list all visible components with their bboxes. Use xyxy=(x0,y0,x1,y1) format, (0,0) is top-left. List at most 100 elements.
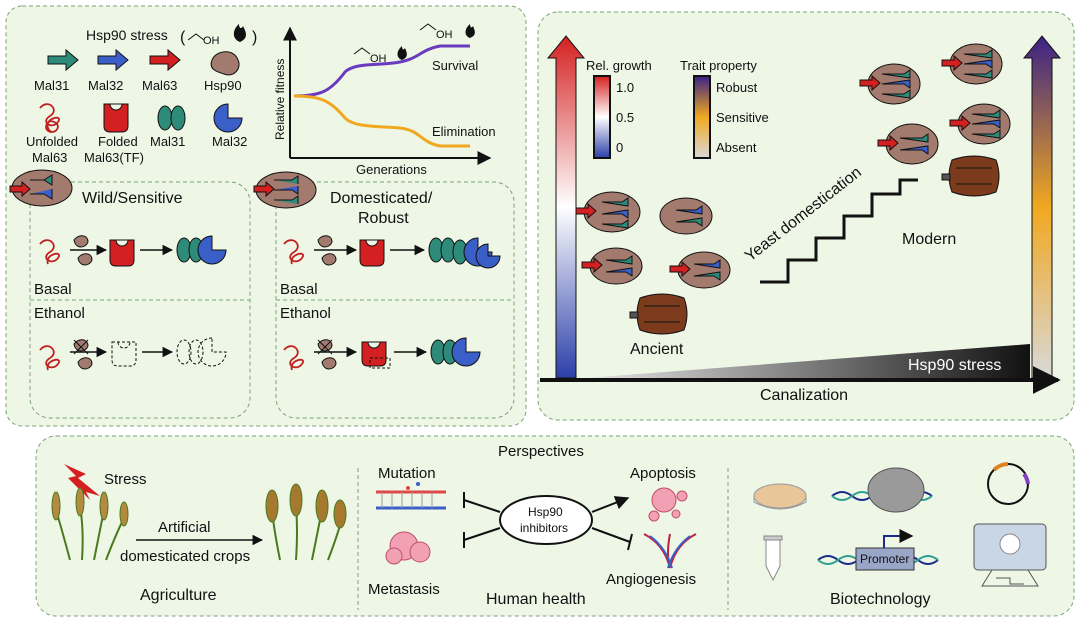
promoter-dna-icon xyxy=(817,529,939,571)
mal63-arrow-icon xyxy=(149,48,181,72)
metastasis-label: Metastasis xyxy=(368,581,440,598)
rel-growth-tick-0: 0 xyxy=(616,140,623,155)
legend-mal31: Mal31 xyxy=(150,134,185,149)
domestication-staircase xyxy=(760,178,918,284)
legend-label-hsp90: Hsp90 xyxy=(204,78,242,93)
modern-yeast-cells xyxy=(859,43,1011,165)
angiogenesis-label: Angiogenesis xyxy=(606,571,696,588)
human-health-label: Human health xyxy=(486,591,586,608)
hsp90-stress-wedge xyxy=(586,344,1030,378)
trait-colorbar xyxy=(693,75,711,159)
stress-label: Stress xyxy=(104,471,147,488)
legend-hsp90-stress: Hsp90 stress xyxy=(86,27,168,43)
ancient-label: Ancient xyxy=(630,341,684,358)
hsp90-inhibitors-ellipse xyxy=(499,495,593,545)
survival-label: Survival xyxy=(432,58,478,73)
apoptosis-label: Apoptosis xyxy=(630,465,696,482)
trait-sensitive: Sensitive xyxy=(716,110,769,125)
elimination-curve xyxy=(293,94,470,148)
metastasis-cell-icon xyxy=(385,531,431,565)
promoter-label: Promoter xyxy=(860,552,909,566)
rel-growth-tick-05: 0.5 xyxy=(616,110,634,125)
hsp90-icon xyxy=(210,51,240,76)
rel-growth-tick-1: 1.0 xyxy=(616,80,634,95)
angiogenesis-vessel-icon xyxy=(643,533,697,569)
rel-growth-arrow xyxy=(546,35,586,379)
wild-crop-icon xyxy=(51,487,129,561)
domesticated-crop-icon xyxy=(265,483,347,561)
perspectives-title: Perspectives xyxy=(498,443,584,460)
unfolded-mal63-icon xyxy=(39,103,61,133)
mutation-dna-icon xyxy=(376,482,446,510)
dom-cell-icon xyxy=(253,171,317,209)
wild-title: Wild/Sensitive xyxy=(82,190,183,207)
mal31-protein-icon xyxy=(157,105,186,131)
legend-paren-close: ) xyxy=(252,29,257,46)
wild-ethanol-pathway xyxy=(39,337,227,371)
dom-title-line2: Robust xyxy=(358,210,409,227)
legend-mal32: Mal32 xyxy=(212,134,247,149)
fitness-ylabel: Relative fitness xyxy=(273,59,287,140)
wild-cell-icon xyxy=(9,169,73,207)
oh-label-1: OH xyxy=(370,53,387,65)
modern-label: Modern xyxy=(902,231,956,248)
dom-basal-label: Basal xyxy=(280,281,318,298)
trait-arrow xyxy=(1022,35,1062,379)
hsp90-stress-wedge-label: Hsp90 stress xyxy=(908,357,1001,374)
canalization-label: Canalization xyxy=(760,387,848,404)
inhibitors-label-1: Hsp90 xyxy=(528,505,563,519)
mutation-label: Mutation xyxy=(378,465,436,482)
dom-panel xyxy=(275,181,515,419)
rel-growth-title: Rel. growth xyxy=(586,58,652,73)
domesticated-crops-label: domesticated crops xyxy=(120,548,250,565)
biotech-label: Biotechnology xyxy=(830,591,931,608)
screen-icon xyxy=(973,523,1047,587)
legend-oh: OH xyxy=(203,35,220,47)
artificial-label: Artificial xyxy=(158,519,211,536)
trait-absent: Absent xyxy=(716,140,757,155)
left-panel xyxy=(5,5,527,427)
dom-ethanol-pathway xyxy=(283,337,481,371)
dom-ethanol-label: Ethanol xyxy=(280,305,331,322)
wild-ethanol-label: Ethanol xyxy=(34,305,85,322)
legend-unfolded: Unfolded xyxy=(26,134,78,149)
legend-label-mal32: Mal32 xyxy=(88,78,123,93)
legend-label-mal63: Mal63 xyxy=(142,78,177,93)
dom-title-line1: Domesticated/ xyxy=(330,190,433,207)
mal32-arrow-icon xyxy=(97,48,129,72)
flame-icon xyxy=(233,24,246,42)
ancient-yeast-cells xyxy=(575,191,731,289)
legend-folded-tf: Mal63(TF) xyxy=(84,150,144,165)
dna-hsp90-icon xyxy=(831,467,933,513)
wild-basal-pathway xyxy=(39,235,227,267)
ancient-barrel-icon xyxy=(629,293,688,335)
mal32-protein-icon xyxy=(213,103,243,133)
stress-lightning-icon xyxy=(64,464,100,500)
agriculture-label: Agriculture xyxy=(140,587,217,604)
inhibitors-label-2: inhibitors xyxy=(520,521,568,535)
legend-paren-open: ( xyxy=(180,29,186,46)
elimination-label: Elimination xyxy=(432,124,496,139)
folded-mal63-icon xyxy=(103,103,129,133)
flame-icon-2 xyxy=(465,24,475,38)
fitness-plot: Relative fitness Generations Survival El… xyxy=(273,23,496,177)
wild-basal-label: Basal xyxy=(34,281,72,298)
wild-panel xyxy=(29,181,251,419)
trait-robust: Robust xyxy=(716,80,758,95)
flame-icon-1 xyxy=(397,46,407,60)
survival-curve xyxy=(293,44,470,98)
modern-barrel-icon xyxy=(941,155,1000,197)
apoptosis-cell-icon xyxy=(648,487,688,522)
oh-label-2: OH xyxy=(436,29,453,41)
dom-basal-pathway xyxy=(283,235,501,269)
legend-folded: Folded xyxy=(98,134,138,149)
mal31-arrow-icon xyxy=(47,48,79,72)
petri-dish-icon xyxy=(753,483,807,510)
legend-label-mal31: Mal31 xyxy=(34,78,69,93)
tube-icon xyxy=(763,535,783,582)
trait-title: Trait property xyxy=(680,58,757,73)
rel-growth-colorbar xyxy=(593,75,611,159)
legend-unfolded-mal63: Mal63 xyxy=(32,150,67,165)
fitness-xlabel: Generations xyxy=(356,162,427,177)
